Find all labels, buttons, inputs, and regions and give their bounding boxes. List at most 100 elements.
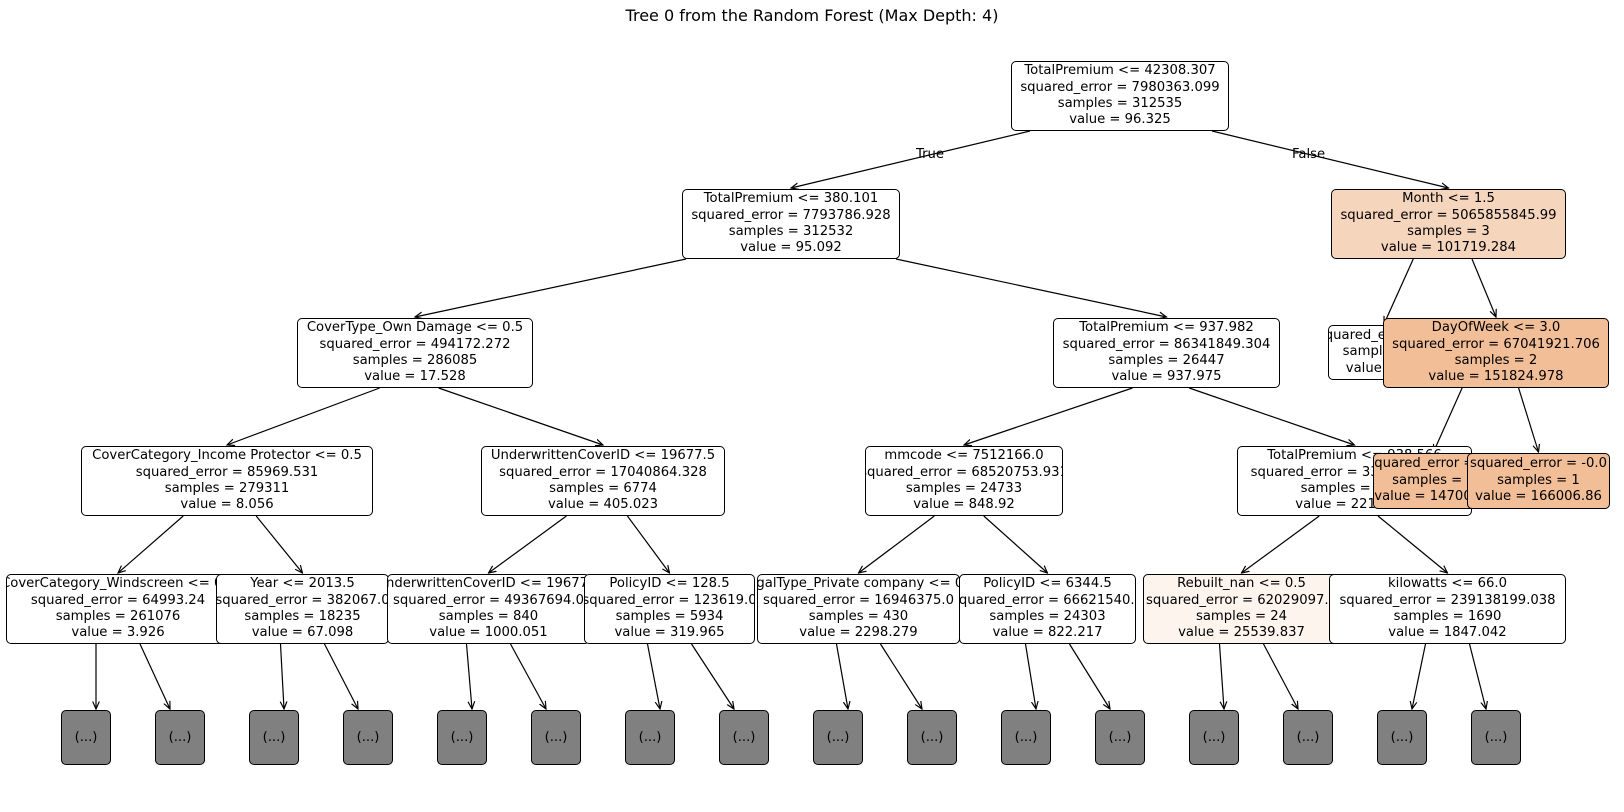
node-line: samples = 312532 xyxy=(728,224,854,239)
truncated-leaf: (...) xyxy=(249,710,299,765)
node-line: samples = 2 xyxy=(1454,353,1538,368)
edge-root-n1 xyxy=(791,130,1031,188)
node-line: value = 95.092 xyxy=(740,240,842,256)
node-line: value = 3.926 xyxy=(71,625,165,641)
truncated-leaf: (...) xyxy=(1001,710,1051,765)
node-line: samples = 1 xyxy=(1497,472,1580,488)
node-line: value = 147000.0 xyxy=(1374,489,1493,505)
node-line: squared_error = 7980363.099 xyxy=(1020,79,1220,95)
node-line: UnderwrittenCoverID <= 19677.5 xyxy=(387,576,590,592)
node-line: Rebuilt_nan <= 0.5 xyxy=(1177,576,1306,592)
truncated-leaf: (...) xyxy=(155,710,205,765)
node-line: LegalType_Private company <= 0.5 xyxy=(757,576,959,592)
node-line: value = 25539.837 xyxy=(1178,625,1305,641)
node-line: TotalPremium <= 42308.307 xyxy=(1024,63,1216,79)
edge-n20-leaf-right xyxy=(1468,643,1487,709)
node-line: squared_error = -0.0 xyxy=(1470,456,1607,472)
edge-n1-n4 xyxy=(895,258,1167,317)
node-line: squared_error = 16946375.0 xyxy=(763,592,954,608)
node-line: samples = 279311 xyxy=(164,481,290,496)
node-line: DayOfWeek <= 3.0 xyxy=(1431,320,1561,336)
node-line: value = 1000.051 xyxy=(429,625,548,641)
edge-n9-n17 xyxy=(859,515,935,573)
tree-node-n17: LegalType_Private company <= 0.5squared_… xyxy=(757,574,960,644)
node-line: value = 101719.284 xyxy=(1380,240,1517,256)
node-line: mmcode <= 7512166.0 xyxy=(884,448,1044,464)
edge-n16-leaf-left xyxy=(646,643,661,709)
node-line: TotalPremium <= 937.982 xyxy=(1079,320,1254,336)
truncated-leaf: (...) xyxy=(343,710,393,765)
edge-root-n2 xyxy=(1211,130,1449,188)
edge-n4-n9 xyxy=(964,387,1133,445)
node-line: value = 166006.86 xyxy=(1475,489,1602,505)
edge-n9-n18 xyxy=(983,515,1048,573)
node-line: squared_error = 494172.272 xyxy=(319,336,511,352)
node-line: UnderwrittenCoverID <= 19677.5 xyxy=(490,448,716,464)
edge-label-false: False xyxy=(1292,147,1326,162)
node-line: value = 96.325 xyxy=(1069,112,1171,128)
node-line: samples = 26447 xyxy=(1108,353,1225,368)
edge-n14-leaf-right xyxy=(323,643,359,709)
node-line: Year <= 2013.5 xyxy=(250,576,355,592)
truncated-leaf: (...) xyxy=(1095,710,1145,765)
node-line: squared_error = 382067.0 xyxy=(216,592,389,608)
node-line: samples = 5934 xyxy=(615,609,724,624)
edge-n15-leaf-left xyxy=(465,643,473,709)
node-line: samples = 18235 xyxy=(244,609,361,624)
edge-n1-n3 xyxy=(415,258,687,317)
truncated-leaf: (...) xyxy=(531,710,581,765)
edge-n7-n13 xyxy=(118,515,184,573)
edge-label-true: True xyxy=(916,147,945,162)
edge-n10-n20 xyxy=(1377,515,1448,573)
node-line: TotalPremium <= 380.101 xyxy=(703,191,879,207)
node-line: value = 937.975 xyxy=(1111,369,1222,385)
node-line: squared_error = 62029097.0 xyxy=(1146,592,1337,608)
node-line: squared_error = 85969.531 xyxy=(135,464,319,480)
truncated-leaf: (...) xyxy=(1377,710,1427,765)
truncated-leaf: (...) xyxy=(625,710,675,765)
node-line: samples = 286085 xyxy=(352,353,478,368)
edge-n19-leaf-left xyxy=(1218,643,1225,709)
edge-n17-leaf-left xyxy=(835,643,849,709)
edge-n6-n12 xyxy=(1518,387,1539,452)
node-line: CoverCategory_Income Protector <= 0.5 xyxy=(92,448,362,464)
truncated-leaf: (...) xyxy=(1283,710,1333,765)
edge-n7-n14 xyxy=(255,515,302,573)
node-line: value = 319.965 xyxy=(614,625,725,641)
node-line: value = 822.217 xyxy=(992,625,1103,641)
node-line: value = 1847.042 xyxy=(1388,625,1507,641)
node-line: value = 151824.978 xyxy=(1428,369,1564,385)
edge-n8-n15 xyxy=(489,515,567,573)
node-line: squared_error = 64993.24 xyxy=(30,592,206,608)
node-line: samples = 24733 xyxy=(905,481,1023,496)
node-line: squared_error = 67041921.706 xyxy=(1392,336,1600,352)
edge-n2-n5 xyxy=(1384,258,1414,324)
node-line: value = 848.92 xyxy=(913,497,1015,513)
node-line: PolicyID <= 128.5 xyxy=(609,576,730,592)
edge-n4-n10 xyxy=(1189,387,1354,445)
node-line: samples = 3 xyxy=(1407,224,1490,239)
node-line: samples = 6774 xyxy=(549,481,657,496)
node-line: squared_error = 49367694.0 xyxy=(393,592,584,608)
node-line: squared_error = 68520753.931 xyxy=(865,464,1063,480)
node-line: kilowatts <= 66.0 xyxy=(1388,576,1507,592)
edge-n18-leaf-right xyxy=(1068,643,1111,709)
node-line: squared_error = 123619.0 xyxy=(584,592,755,608)
edge-n14-leaf-left xyxy=(281,643,285,709)
